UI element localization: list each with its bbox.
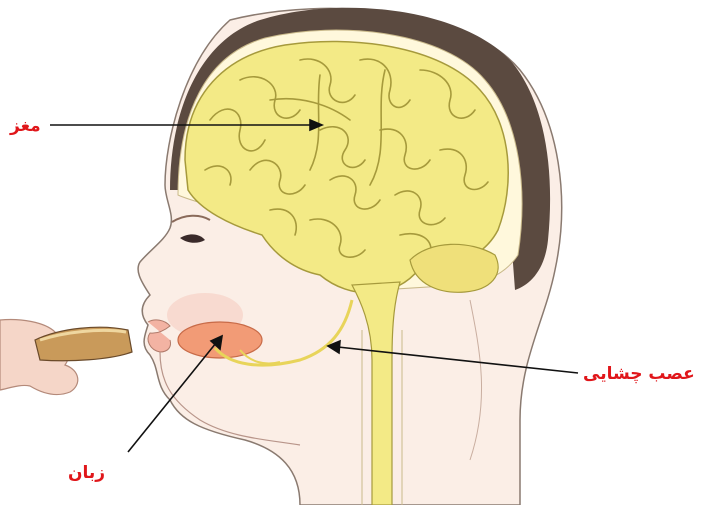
label-tongue: زبان	[68, 463, 105, 483]
hand-with-food	[0, 320, 132, 395]
label-taste-nerve: عصب چشایی	[583, 364, 695, 384]
label-brain: مغز	[10, 116, 41, 136]
